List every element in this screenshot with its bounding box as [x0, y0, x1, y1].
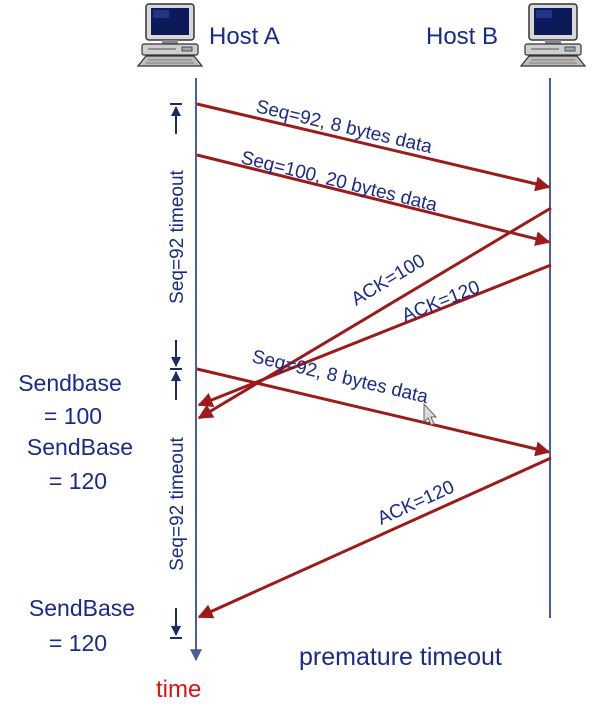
sendbase-value-2: = 120 — [49, 468, 107, 494]
timeout-interval-second: Seq=92 timeout — [167, 368, 188, 639]
label-ack120-first: ACK=120 — [399, 277, 483, 327]
mouse-cursor-icon — [423, 402, 438, 426]
label-seq100: Seq=100, 20 bytes data — [239, 147, 440, 216]
arrow-ack120-first — [197, 263, 552, 407]
arrow-ack120-second — [197, 456, 552, 619]
sendbase-label-3: SendBase — [29, 595, 135, 621]
label-seq92-retransmit: Seq=92, 8 bytes data — [250, 346, 431, 408]
arrow-seq100 — [196, 153, 551, 247]
computer-icon — [520, 3, 586, 67]
timeout-label-first: Seq=92 timeout — [167, 169, 188, 303]
host-b: Host B — [426, 3, 586, 67]
host-a: Host A — [137, 3, 280, 67]
sendbase-value-1: = 100 — [44, 403, 102, 429]
label-ack120-second: ACK=120 — [374, 477, 457, 530]
timeout-interval-first: Seq=92 timeout — [167, 103, 188, 370]
label-seq92-first: Seq=92, 8 bytes data — [254, 96, 435, 158]
sendbase-value-3: = 120 — [49, 630, 107, 656]
host-a-label: Host A — [209, 23, 280, 50]
host-b-label: Host B — [426, 23, 498, 50]
sendbase-label-2: SendBase — [27, 434, 133, 460]
arrow-seq92-first — [196, 102, 551, 192]
diagram-caption: premature timeout — [299, 643, 502, 671]
timeout-label-second: Seq=92 timeout — [167, 436, 188, 570]
sendbase-label-1: Sendbase — [18, 370, 122, 396]
time-axis-label: time — [156, 676, 201, 703]
arrow-seq92-retransmit — [196, 367, 551, 457]
computer-icon — [137, 3, 203, 67]
